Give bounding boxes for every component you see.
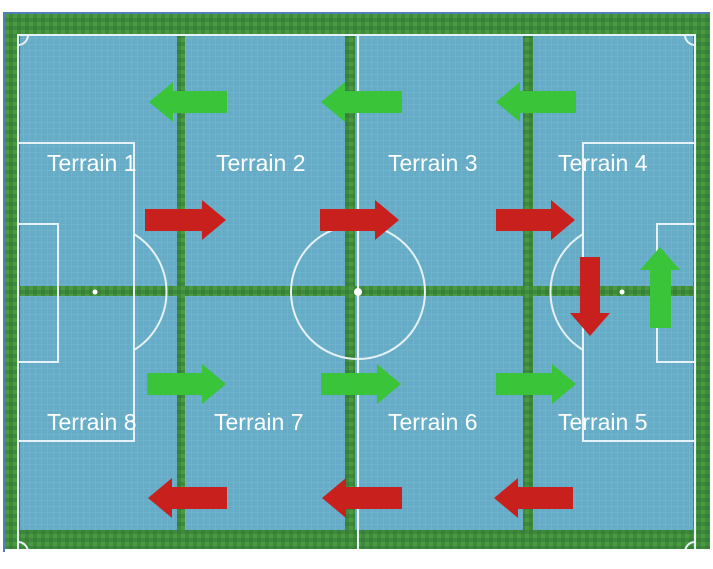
arrow-top-2 bbox=[321, 82, 402, 122]
overlay-zone-2 bbox=[185, 36, 345, 286]
frame-left-border bbox=[3, 12, 5, 552]
arrow-top-3 bbox=[496, 82, 576, 122]
arrow-upper-1 bbox=[145, 200, 226, 240]
arrow-bottom-1 bbox=[148, 478, 227, 518]
zone-label-5: Terrain 5 bbox=[558, 409, 648, 435]
zone-label-6: Terrain 6 bbox=[388, 409, 478, 435]
zone-label-4: Terrain 4 bbox=[558, 150, 648, 176]
arrow-lower-1 bbox=[147, 364, 226, 404]
left-goal-box bbox=[17, 223, 59, 363]
arrows bbox=[145, 82, 680, 518]
left-penalty-spot bbox=[92, 289, 98, 295]
arrow-upper-2 bbox=[320, 200, 399, 240]
zone-label-3: Terrain 3 bbox=[388, 150, 478, 176]
arrow-lower-3 bbox=[496, 364, 576, 404]
arrow-right-up bbox=[640, 247, 680, 328]
zone-label-2: Terrain 2 bbox=[216, 150, 306, 176]
overlay-zone-4 bbox=[533, 36, 693, 286]
left-penalty-arc bbox=[133, 233, 168, 351]
zone-label-7: Terrain 7 bbox=[214, 409, 304, 435]
corner-arc-top-right bbox=[684, 34, 696, 46]
football-pitch bbox=[5, 14, 710, 549]
overlay-zone-3 bbox=[355, 36, 523, 286]
frame-top-border bbox=[3, 12, 710, 14]
right-penalty-spot bbox=[619, 289, 625, 295]
pitch-spots bbox=[92, 288, 625, 296]
overlay-zone-1 bbox=[20, 36, 177, 286]
arrow-right-down bbox=[570, 257, 610, 336]
arrow-top-1 bbox=[149, 82, 227, 122]
corner-arc-bottom-right bbox=[684, 541, 696, 549]
arrow-bottom-2 bbox=[322, 478, 402, 518]
arrow-lower-2 bbox=[321, 364, 401, 404]
arrow-bottom-3 bbox=[494, 478, 573, 518]
zone-label-1: Terrain 1 bbox=[47, 150, 137, 176]
center-spot bbox=[354, 288, 362, 296]
arrow-upper-3 bbox=[496, 200, 575, 240]
zone-label-8: Terrain 8 bbox=[47, 409, 137, 435]
zone-overlays bbox=[20, 36, 693, 530]
right-penalty-arc bbox=[549, 233, 584, 351]
corner-arc-bottom-left bbox=[17, 541, 29, 549]
corner-arc-top-left bbox=[17, 34, 29, 46]
